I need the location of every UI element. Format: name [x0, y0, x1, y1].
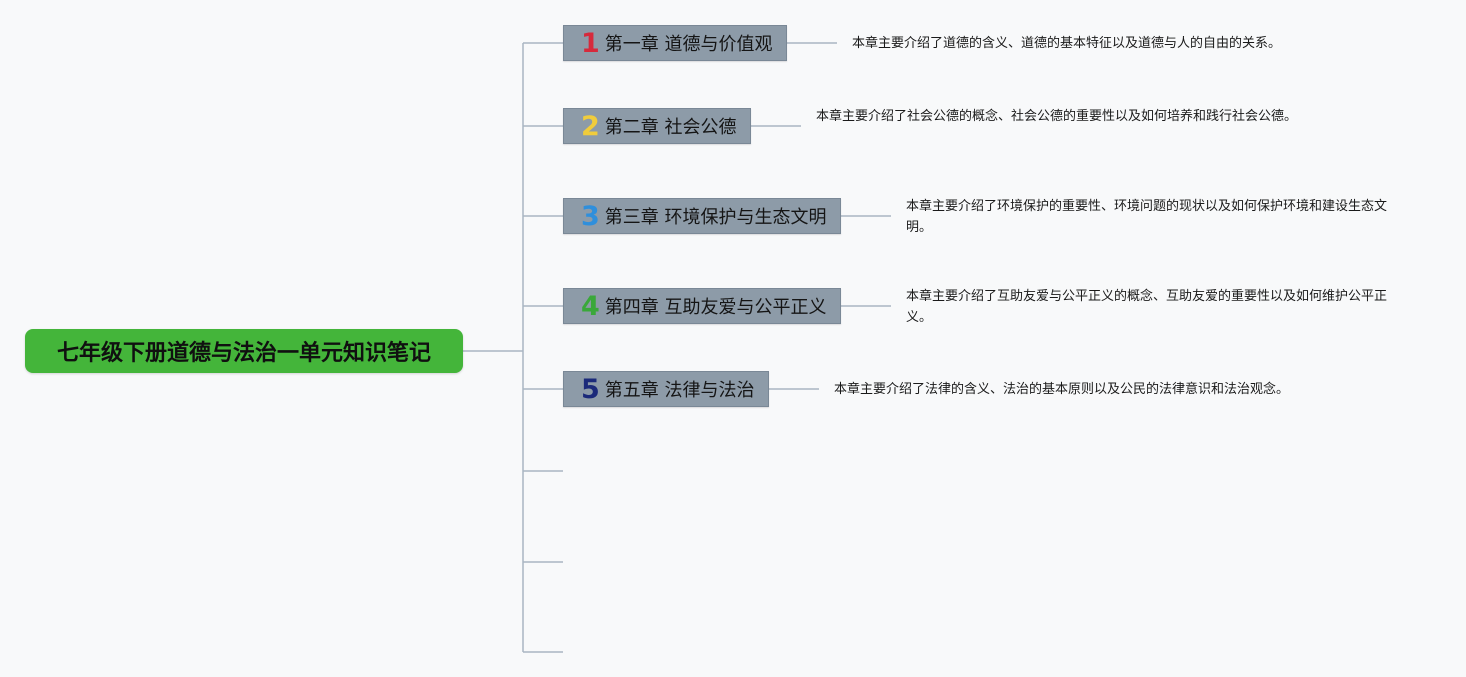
chapter-title-4: 第四章 互助友爱与公平正义: [604, 297, 827, 318]
chapter-desc-5[interactable]: 本章主要介绍了法律的含义、法治的基本原则以及公民的法律意识和法治观念。: [834, 382, 1290, 397]
chapter-title-3: 第三章 环境保护与生态文明: [604, 207, 827, 228]
chapter-node-4[interactable]: 4 第四章 互助友爱与公平正义: [563, 288, 841, 324]
chapter-number-5: 5: [581, 373, 600, 405]
chapter-number-3: 3: [581, 200, 600, 232]
chapter-title-5: 第五章 法律与法治: [604, 380, 755, 401]
chapter-number-2: 2: [581, 110, 600, 142]
chapter-title-1: 第一章 道德与价值观: [604, 34, 773, 55]
chapter-node-3[interactable]: 3 第三章 环境保护与生态文明: [563, 198, 841, 234]
chapter-node-5[interactable]: 5 第五章 法律与法治: [563, 371, 769, 407]
chapter-desc-2[interactable]: 本章主要介绍了社会公德的概念、社会公德的重要性以及如何培养和践行社会公德。: [816, 109, 1298, 124]
chapter-number-4: 4: [581, 290, 600, 322]
root-title: 七年级下册道德与法治一单元知识笔记: [56, 341, 431, 366]
chapter-node-1[interactable]: 1 第一章 道德与价值观: [563, 25, 787, 61]
chapter-node-2[interactable]: 2 第二章 社会公德: [563, 108, 751, 144]
chapter-desc-3[interactable]: 本章主要介绍了环境保护的重要性、环境问题的现状以及如何保护环境和建设生态文明。: [906, 199, 1388, 235]
chapter-desc-1[interactable]: 本章主要介绍了道德的含义、道德的基本特征以及道德与人的自由的关系。: [852, 36, 1282, 51]
chapter-desc-4[interactable]: 本章主要介绍了互助友爱与公平正义的概念、互助友爱的重要性以及如何维护公平正义。: [906, 289, 1388, 325]
chapter-title-2: 第二章 社会公德: [604, 117, 737, 138]
chapter-number-1: 1: [581, 27, 600, 59]
root-topic[interactable]: 七年级下册道德与法治一单元知识笔记: [25, 329, 463, 373]
